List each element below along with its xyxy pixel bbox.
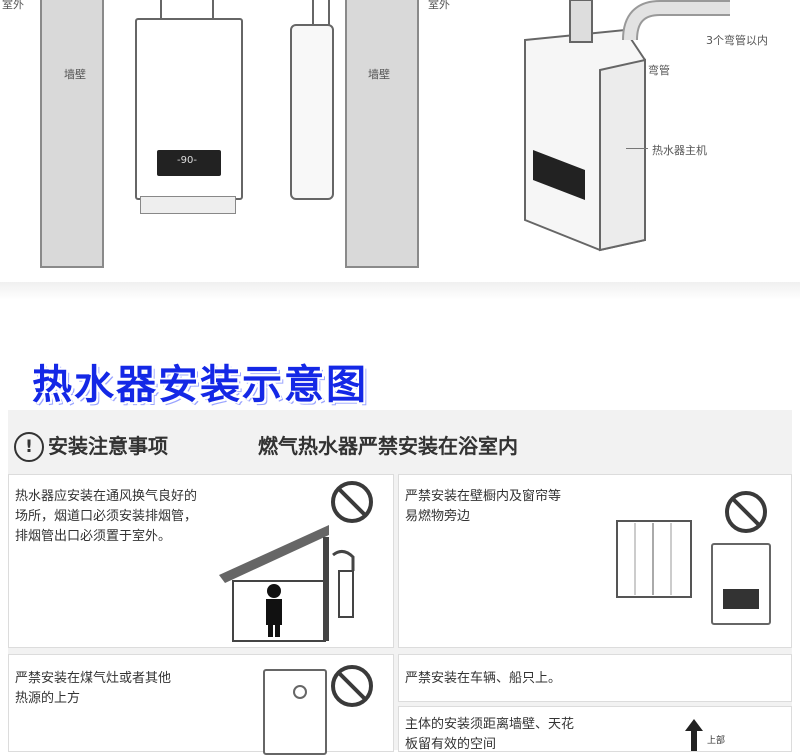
heater-perspective bbox=[524, 0, 646, 252]
installation-illustration: 室外 墙壁 -90- 墙壁 室外 3个弯管以内 弯管 热水器主机 bbox=[0, 0, 800, 290]
prohibited-icon bbox=[331, 481, 373, 523]
rule-line: 主体的安装须距离墙壁、天花 bbox=[405, 717, 575, 732]
rule-box-cabinet: 严禁安装在壁橱内及窗帘等 易燃物旁边 bbox=[398, 474, 792, 648]
label-elbows: 3个弯管以内 bbox=[706, 34, 768, 47]
elbow-pipe bbox=[622, 0, 730, 41]
rule-line: 场所，烟道口必须安装排烟管， bbox=[15, 509, 198, 524]
label-outdoor-right: 室外 bbox=[428, 0, 450, 11]
arrow-up-icon bbox=[685, 719, 703, 751]
rule-text-stove: 严禁安装在煤气灶或者其他 热源的上方 bbox=[15, 669, 171, 709]
label-elbow: 弯管 bbox=[648, 64, 670, 77]
rule-box-ventilation: 热水器应安装在通风换气良好的 场所，烟道口必须安装排烟管， 排烟管出口必须置于室… bbox=[8, 474, 394, 648]
heater-side-view bbox=[290, 24, 334, 200]
rule-line: 严禁安装在车辆、船只上。 bbox=[405, 671, 562, 686]
heater-icon bbox=[711, 543, 771, 625]
rule-text-ventilation: 热水器应安装在通风换气良好的 场所，烟道口必须安装排烟管， 排烟管出口必须置于室… bbox=[15, 487, 197, 547]
arrow-label: 上部 bbox=[707, 736, 726, 746]
heater-icon bbox=[263, 669, 327, 755]
heater-display: -90- bbox=[157, 150, 221, 176]
curtain-illustration bbox=[616, 520, 692, 598]
heater-base bbox=[140, 196, 236, 214]
rule-text-cabinet: 严禁安装在壁橱内及窗帘等 易燃物旁边 bbox=[405, 487, 561, 527]
rule-line: 板留有效的空间 bbox=[405, 737, 497, 752]
wall-left bbox=[40, 0, 104, 268]
prohibited-icon bbox=[725, 491, 767, 533]
wall-right bbox=[345, 0, 419, 268]
heading-no-bathroom: 燃气热水器严禁安装在浴室内 bbox=[258, 434, 518, 458]
rule-box-clearance: 主体的安装须距离墙壁、天花 板留有效的空间 上部 bbox=[398, 706, 792, 752]
flue-collar bbox=[160, 0, 214, 20]
label-wall-1: 墙壁 bbox=[64, 68, 86, 81]
heater-front-view: -90- bbox=[135, 18, 243, 200]
banner-title: 热水器安装示意图 bbox=[32, 362, 368, 408]
rule-line: 热水器应安装在通风换气良好的 bbox=[15, 489, 198, 504]
panel-shadow bbox=[0, 282, 800, 300]
rule-box-stove: 严禁安装在煤气灶或者其他 热源的上方 bbox=[8, 654, 394, 755]
house-illustration bbox=[219, 525, 355, 642]
rule-box-vehicle: 严禁安装在车辆、船只上。 bbox=[398, 654, 792, 702]
rule-line: 热源的上方 bbox=[15, 691, 81, 706]
display-reading: -90- bbox=[177, 155, 197, 166]
rule-line: 严禁安装在壁橱内及窗帘等 bbox=[405, 489, 562, 504]
side-flue bbox=[312, 0, 330, 26]
rule-line: 易燃物旁边 bbox=[405, 509, 471, 524]
rule-line: 严禁安装在煤气灶或者其他 bbox=[15, 671, 172, 686]
label-outdoor-left: 室外 bbox=[2, 0, 24, 11]
label-main-unit: 热水器主机 bbox=[652, 144, 707, 157]
rule-line: 排烟管出口必须置于室外。 bbox=[15, 529, 172, 544]
rule-text-clearance: 主体的安装须距离墙壁、天花 板留有效的空间 bbox=[405, 715, 574, 755]
label-wall-2: 墙壁 bbox=[368, 68, 390, 81]
prohibited-icon bbox=[331, 665, 373, 707]
heading-notice: 安装注意事项 bbox=[48, 434, 168, 458]
callout-line bbox=[626, 148, 648, 149]
notice-icon: ! bbox=[14, 432, 44, 462]
